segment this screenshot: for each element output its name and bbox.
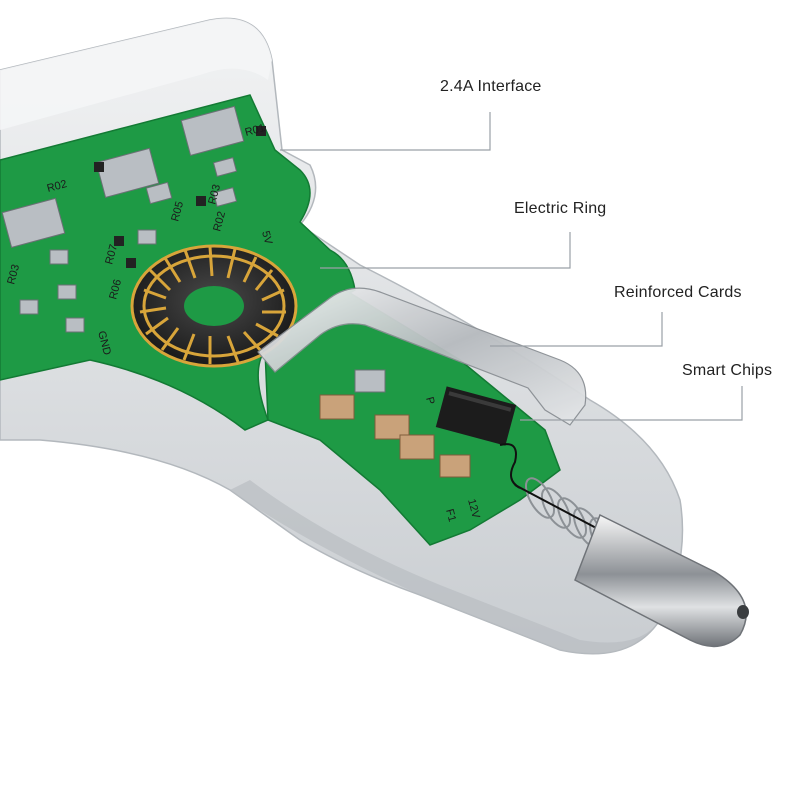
- leader-electric-ring: [320, 232, 571, 269]
- pcb-label-r05: R05: [169, 200, 186, 223]
- smd-resistors: [94, 126, 266, 268]
- callout-reinforced-cards: Reinforced Cards: [614, 284, 742, 301]
- pcb-label-r02-mid: R02: [211, 210, 228, 233]
- callout-electric-ring: Electric Ring: [514, 200, 607, 217]
- spring-contact: [499, 443, 619, 559]
- callout-smart-chips: Smart Chips: [682, 362, 773, 379]
- reinforced-card-clip: [257, 287, 587, 426]
- leader-lines: [280, 112, 743, 421]
- leader-reinforced-cards: [490, 312, 663, 347]
- pcb-label-5v: 5V: [259, 230, 274, 247]
- lower-board-components: [319, 369, 471, 478]
- tip-contact: [574, 513, 749, 648]
- smart-chip: [435, 386, 517, 446]
- pcb-label-12v: 12V: [465, 498, 482, 521]
- callout-interface: 2.4A Interface: [440, 78, 542, 95]
- leader-interface: [280, 112, 491, 151]
- pcb-label-f1: F1: [443, 508, 458, 524]
- pcb-components: [1, 105, 245, 333]
- toroid-coil: [130, 244, 298, 368]
- pcb-label-r02-top: R02: [46, 178, 69, 195]
- pcb-label-r03-right: R03: [206, 183, 223, 206]
- pcb-label-r03-left: R03: [5, 263, 22, 286]
- leader-smart-chips: [520, 386, 743, 421]
- pcb-label-r01: R01: [244, 122, 267, 139]
- pcb-label-r06: R06: [107, 278, 124, 301]
- pcb-label-r07: R07: [103, 243, 120, 266]
- pcb-label-p: P: [423, 396, 436, 406]
